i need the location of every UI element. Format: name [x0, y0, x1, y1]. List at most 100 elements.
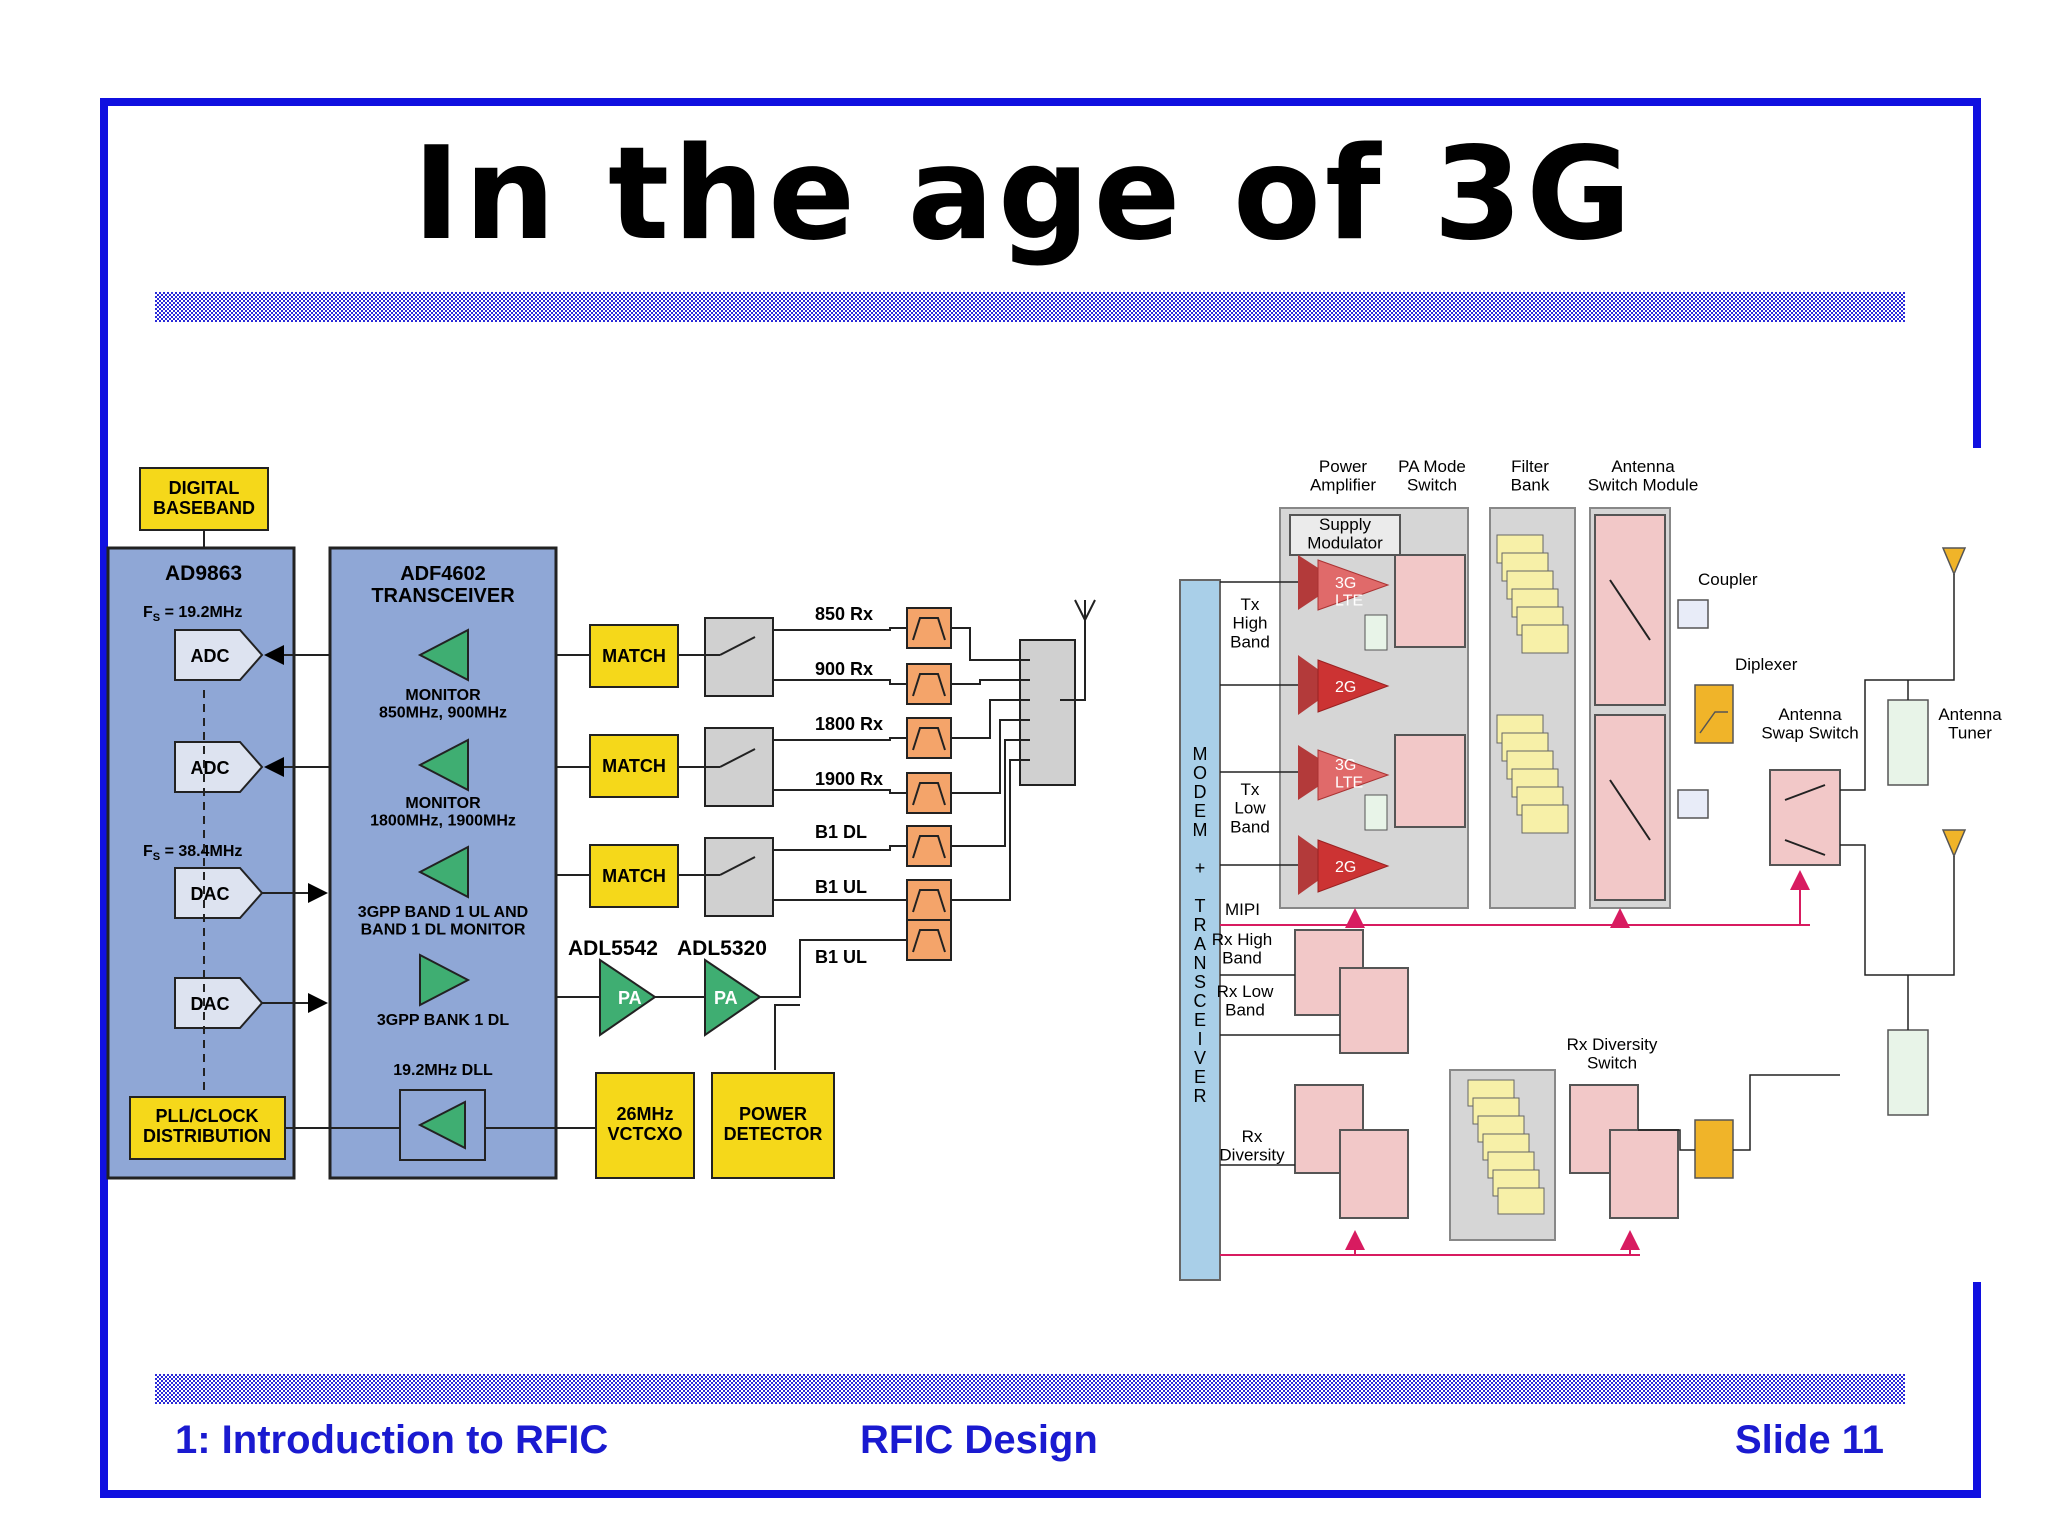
rx850-label: 850 Rx: [815, 604, 873, 624]
match-1-label: MATCH: [602, 646, 666, 666]
pa-2g-high-label: 2G: [1335, 679, 1356, 696]
diversity-filter-stack: [1467, 1079, 1545, 1215]
rx1900-label: 1900 Rx: [815, 769, 883, 789]
power-detector-block: [711, 1072, 835, 1179]
match-2-label: MATCH: [602, 756, 666, 776]
footer-slide-number: Slide 11: [1735, 1418, 1884, 1462]
antenna-icon-left: [1074, 599, 1096, 623]
vctcxo-block: [595, 1072, 695, 1179]
slide-frame-bottom: [100, 1490, 1981, 1498]
filter-1900rx: [906, 772, 952, 814]
coupler-low: [1677, 789, 1709, 819]
slide-frame-left: [100, 98, 108, 1498]
amp-triangle-4: [419, 953, 471, 1007]
amp-triangle-1: [417, 628, 469, 682]
fs-38-label: FS = 38.4MHz: [143, 843, 242, 863]
adc-1-label: ADC: [191, 646, 230, 666]
adl5320-label: ADL5320: [677, 937, 767, 960]
band-switch-3: [704, 837, 774, 917]
pa-2-label: PA: [714, 988, 738, 1008]
antenna-tuner-lower: [1887, 1029, 1929, 1116]
dll-triangle: [417, 1100, 466, 1150]
footer-course-name: RFIC Design: [860, 1418, 1098, 1462]
b1dl-label: B1 DL: [815, 822, 867, 842]
b1ul-label-2: B1 UL: [815, 947, 867, 967]
filter-b1dl: [906, 825, 952, 867]
decorative-band-top: [155, 292, 1905, 322]
digital-baseband-block: [139, 467, 269, 531]
rx-diversity-switch-b: [1339, 1129, 1409, 1219]
filter-1800rx: [906, 717, 952, 759]
match-block-2: [589, 734, 679, 798]
diversity-diplexer: [1694, 1119, 1734, 1179]
ad9863-label: AD9863: [165, 562, 242, 585]
dac-1: DAC: [174, 867, 264, 919]
antenna-switch-low: [1594, 714, 1666, 901]
band-switch-1: [704, 617, 774, 697]
modem-transceiver-bar: [1179, 579, 1221, 1281]
footer-course-title: 1: Introduction to RFIC: [175, 1418, 609, 1462]
filter-900rx: [906, 663, 952, 705]
adl5542-label: ADL5542: [568, 937, 658, 960]
coupler-label: Coupler: [1698, 570, 1758, 589]
rx1800-label: 1800 Rx: [815, 714, 883, 734]
amp-triangle-3: [417, 845, 469, 899]
dll-box: [399, 1089, 486, 1161]
dac-1-label: DAC: [191, 884, 230, 904]
rx-diversity-antenna-switch-b: [1609, 1129, 1679, 1219]
antenna-switch-left: [1019, 639, 1076, 786]
pa-2g-low-label: 2G: [1335, 859, 1356, 876]
b1ul-label-1: B1 UL: [815, 877, 867, 897]
decorative-band-bottom: [155, 1374, 1905, 1404]
slide-frame-top: [100, 98, 1981, 106]
filter-stack-low: [1496, 714, 1569, 834]
antenna-icon-upper: [1941, 547, 1967, 576]
bank1-label: 3GPP BANK 1 DL: [377, 1012, 509, 1029]
tuner-cap-high: [1364, 614, 1388, 651]
pa-2g-high: 2G: [1298, 655, 1390, 715]
diplexer-label: Diplexer: [1735, 655, 1798, 674]
slide-frame-right-upper: [1973, 98, 1981, 448]
rx900-label: 900 Rx: [815, 659, 873, 679]
slide-frame-right-lower: [1973, 1282, 1981, 1498]
filter-850rx: [906, 607, 952, 649]
slide-title: In the age of 3G: [412, 120, 1636, 269]
adc-2-label: ADC: [191, 758, 230, 778]
pa-mode-switch-high: [1394, 554, 1466, 648]
pa-1-label: PA: [618, 988, 642, 1008]
rx-low-band-switch: [1339, 967, 1409, 1054]
dac-2: DAC: [174, 977, 264, 1029]
filter-stack-high: [1496, 534, 1569, 654]
fs-19-label: FS = 19.2MHz: [143, 604, 242, 624]
adc-1: ADC: [174, 629, 264, 681]
filter-b1ul-2: [906, 919, 952, 961]
antenna-icon-lower: [1941, 829, 1967, 858]
pa-2g-low: 2G: [1298, 835, 1390, 895]
match-3-label: MATCH: [602, 866, 666, 886]
